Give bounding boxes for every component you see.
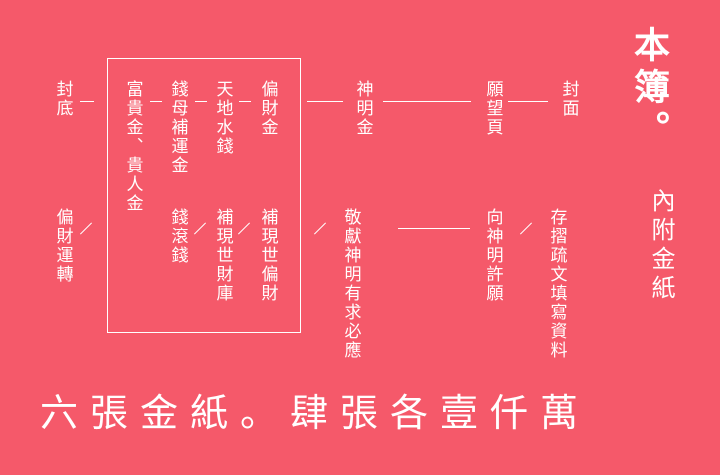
item-fortune-gold: 偏財金 (257, 80, 278, 137)
gold-paper-group-frame (107, 58, 301, 333)
item-mother-money: 錢母補運金 (167, 80, 188, 175)
connector-slash (519, 222, 533, 235)
booklet-title: 本簿。 (628, 26, 669, 152)
connector-line (508, 101, 548, 102)
item-fill-form: 存摺疏文填寫資料 (546, 208, 567, 360)
item-pray-wish: 向神明許願 (482, 208, 503, 303)
connector-slash (79, 222, 93, 235)
item-wealth-gold: 富貴金、貴人金 (122, 80, 143, 213)
connector-line (150, 101, 162, 102)
connector-line (80, 101, 94, 102)
item-land-water-money: 天地水錢 (212, 80, 233, 156)
item-fortune-luck: 偏財運轉 (52, 208, 73, 284)
connector-slash (313, 222, 327, 235)
connector-line (307, 101, 343, 102)
item-god-gold: 神明金 (352, 80, 373, 137)
booklet-subtitle: 內附金紙 (647, 188, 675, 304)
item-rolling-money: 錢滾錢 (167, 208, 188, 265)
item-worship: 敬獻神明有求必應 (340, 208, 361, 360)
connector-line (383, 101, 471, 102)
connector-line (398, 228, 470, 229)
connector-line (195, 101, 207, 102)
footer-caption: 六張金紙。肆張各壹仟萬 (40, 391, 591, 435)
connector-line (239, 101, 251, 102)
item-treasury-supply: 補現世財庫 (212, 208, 233, 303)
item-cover: 封面 (558, 80, 579, 118)
item-back-cover: 封底 (52, 80, 73, 118)
item-fortune-supply: 補現世偏財 (257, 208, 278, 303)
item-wish-page: 願望頁 (482, 80, 503, 137)
